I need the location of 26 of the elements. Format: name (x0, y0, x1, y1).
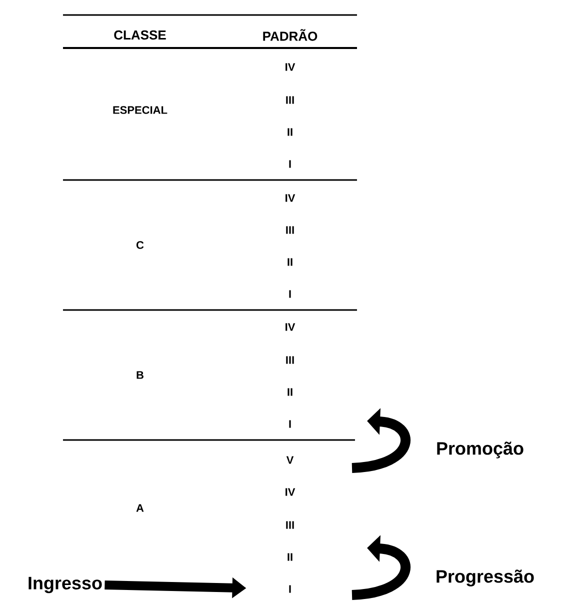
table-cell: IV (286, 194, 296, 202)
table-cell: III (286, 356, 294, 364)
table-cell: B (136, 371, 144, 379)
node-text: Ingresso (28, 576, 102, 594)
table-cell: II (288, 128, 292, 136)
table-cell: I (289, 585, 291, 593)
column-header: PADRÃO (263, 29, 318, 41)
table-cell: C (136, 241, 144, 249)
table-cell: I (289, 290, 291, 298)
table-cell: IV (286, 488, 296, 496)
table-cell: IV (286, 323, 296, 331)
arrow-label: Progressão (436, 570, 534, 586)
table-cell: I (289, 420, 291, 428)
table-cell: III (286, 226, 294, 234)
table-cell: III (286, 521, 294, 529)
table-cell: III (286, 96, 294, 104)
table-cell: I (289, 160, 291, 168)
table-cell: II (288, 553, 292, 561)
column-header: CLASSE (114, 30, 166, 40)
arrow-label: Promoção (437, 442, 524, 458)
table-cell: ESPECIAL (113, 106, 168, 114)
table-cell: V (286, 456, 294, 464)
table-cell: II (288, 388, 292, 396)
table-cell: A (136, 504, 144, 512)
table-cell: IV (286, 63, 296, 71)
table-cell: II (288, 258, 292, 266)
